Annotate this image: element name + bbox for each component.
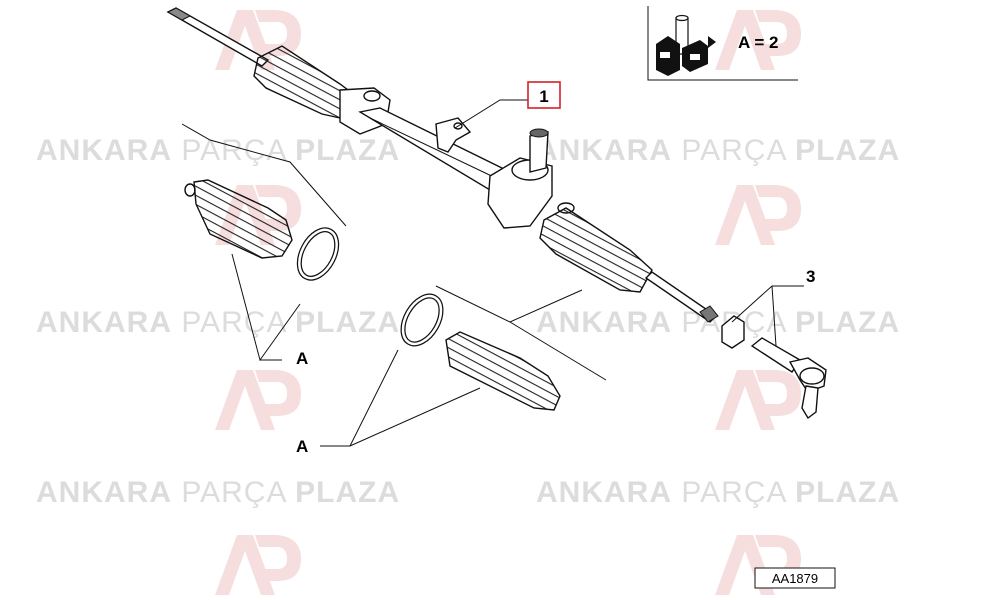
left-mount-hole xyxy=(363,90,381,102)
watermark-logo xyxy=(715,370,801,430)
kit-quantity-legend: A = 2 xyxy=(647,6,798,81)
lock-nut xyxy=(721,315,745,349)
tie-rod-end-kit: 3 xyxy=(721,267,827,420)
pinion-input-shaft xyxy=(529,131,549,173)
watermark-text: ANKARA PARÇA PLAZA xyxy=(36,134,400,167)
callout-number-3: 3 xyxy=(806,267,815,286)
bottom-boot-kit: A xyxy=(296,285,607,456)
watermark-text: ANKARA PARÇA PLAZA xyxy=(536,476,900,509)
ball-joint-stud xyxy=(801,385,819,420)
right-thread-end xyxy=(699,305,719,323)
watermark-text: ANKARA PARÇA PLAZA xyxy=(36,476,400,509)
callout-part-1: 1 xyxy=(454,81,561,129)
callout-kit-a-left: A xyxy=(296,349,308,368)
watermark-logo xyxy=(715,185,801,245)
reference-code: AA1879 xyxy=(772,571,818,586)
reference-code-badge: AA1879 xyxy=(754,567,836,589)
bottom-kit-leader xyxy=(320,349,399,447)
rack-right-bellows xyxy=(539,207,653,293)
left-boot-kit: A xyxy=(181,123,347,368)
watermark-logo xyxy=(215,535,301,595)
callout-number-1: 1 xyxy=(539,87,548,106)
bottom-bellows-boot xyxy=(445,331,561,411)
watermark-text: ANKARA PARÇA PLAZA xyxy=(536,134,900,167)
callout-box xyxy=(527,81,561,109)
left-thread-end xyxy=(166,7,192,21)
watermark-logo xyxy=(215,370,301,430)
kit-pack-icon xyxy=(656,14,716,76)
steering-rack-assembly xyxy=(166,7,719,323)
watermark-text: ANKARA PARÇA PLAZA xyxy=(536,306,900,339)
watermark-text: ANKARA PARÇA PLAZA xyxy=(36,306,400,339)
callout-kit-a-bottom: A xyxy=(296,437,308,456)
kit-quantity-text: A = 2 xyxy=(738,33,778,52)
left-bellows-boot xyxy=(193,179,293,259)
watermark-layer: ANKARA PARÇA PLAZA ANKARA PARÇA PLAZA AN… xyxy=(36,10,900,595)
